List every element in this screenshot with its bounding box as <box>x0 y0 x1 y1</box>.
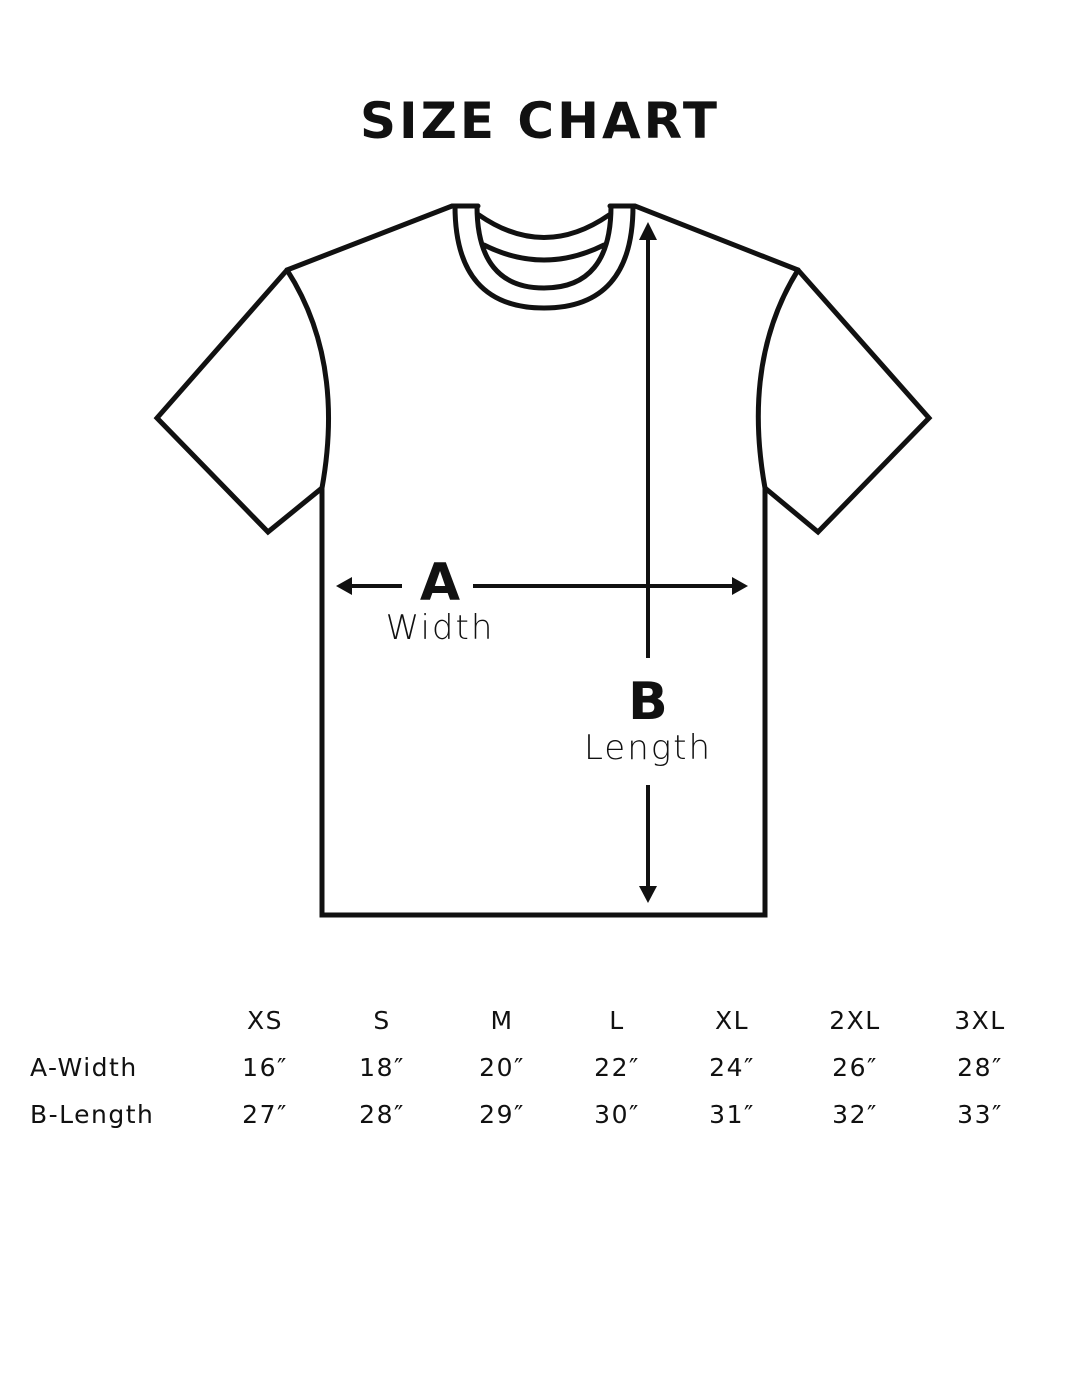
table-cell: 32″ <box>832 1100 878 1129</box>
right-sleeve <box>762 267 933 536</box>
collar-outer <box>452 203 636 311</box>
left-sleeve <box>153 267 325 536</box>
table-cell: 30″ <box>594 1100 640 1129</box>
size-header: 3XL <box>954 1006 1006 1035</box>
size-header: L <box>609 1006 625 1035</box>
collar-band <box>476 212 612 240</box>
collar-inner <box>474 203 614 291</box>
shirt-body <box>319 485 768 918</box>
table-cell: 28″ <box>359 1100 405 1129</box>
row-label: B-Length <box>30 1100 155 1129</box>
table-cell: 31″ <box>709 1100 755 1129</box>
right-armhole-curve <box>755 267 801 491</box>
collar-back <box>481 242 607 263</box>
width-marker-label: Width <box>385 608 495 648</box>
table-row: A-Width 16″ 18″ 20″ 22″ 24″ 26″ 28″ <box>0 1053 1080 1093</box>
table-cell: 22″ <box>594 1053 640 1082</box>
table-row: B-Length 27″ 28″ 29″ 30″ 31″ 32″ 33″ <box>0 1100 1080 1140</box>
size-header: S <box>373 1006 391 1035</box>
size-header: XS <box>247 1006 283 1035</box>
table-cell: 33″ <box>957 1100 1003 1129</box>
size-header-row: XS S M L XL 2XL 3XL <box>0 1006 1080 1046</box>
length-marker-letter: B <box>628 672 668 732</box>
row-label: A-Width <box>30 1053 138 1082</box>
length-marker-label: Length <box>583 728 713 768</box>
size-header: M <box>490 1006 514 1035</box>
table-cell: 24″ <box>709 1053 755 1082</box>
left-shoulder-line <box>284 203 481 273</box>
table-cell: 16″ <box>242 1053 288 1082</box>
right-shoulder-line <box>607 203 801 273</box>
tshirt-diagram <box>153 203 933 918</box>
table-cell: 20″ <box>479 1053 525 1082</box>
left-armhole-curve <box>284 267 331 491</box>
table-cell: 27″ <box>242 1100 288 1129</box>
table-cell: 26″ <box>832 1053 878 1082</box>
size-header: XL <box>714 1006 750 1035</box>
size-header: 2XL <box>829 1006 881 1035</box>
width-marker-letter: A <box>419 553 461 613</box>
table-cell: 28″ <box>957 1053 1003 1082</box>
page-title: SIZE CHART <box>359 92 721 150</box>
table-cell: 29″ <box>479 1100 525 1129</box>
table-cell: 18″ <box>359 1053 405 1082</box>
